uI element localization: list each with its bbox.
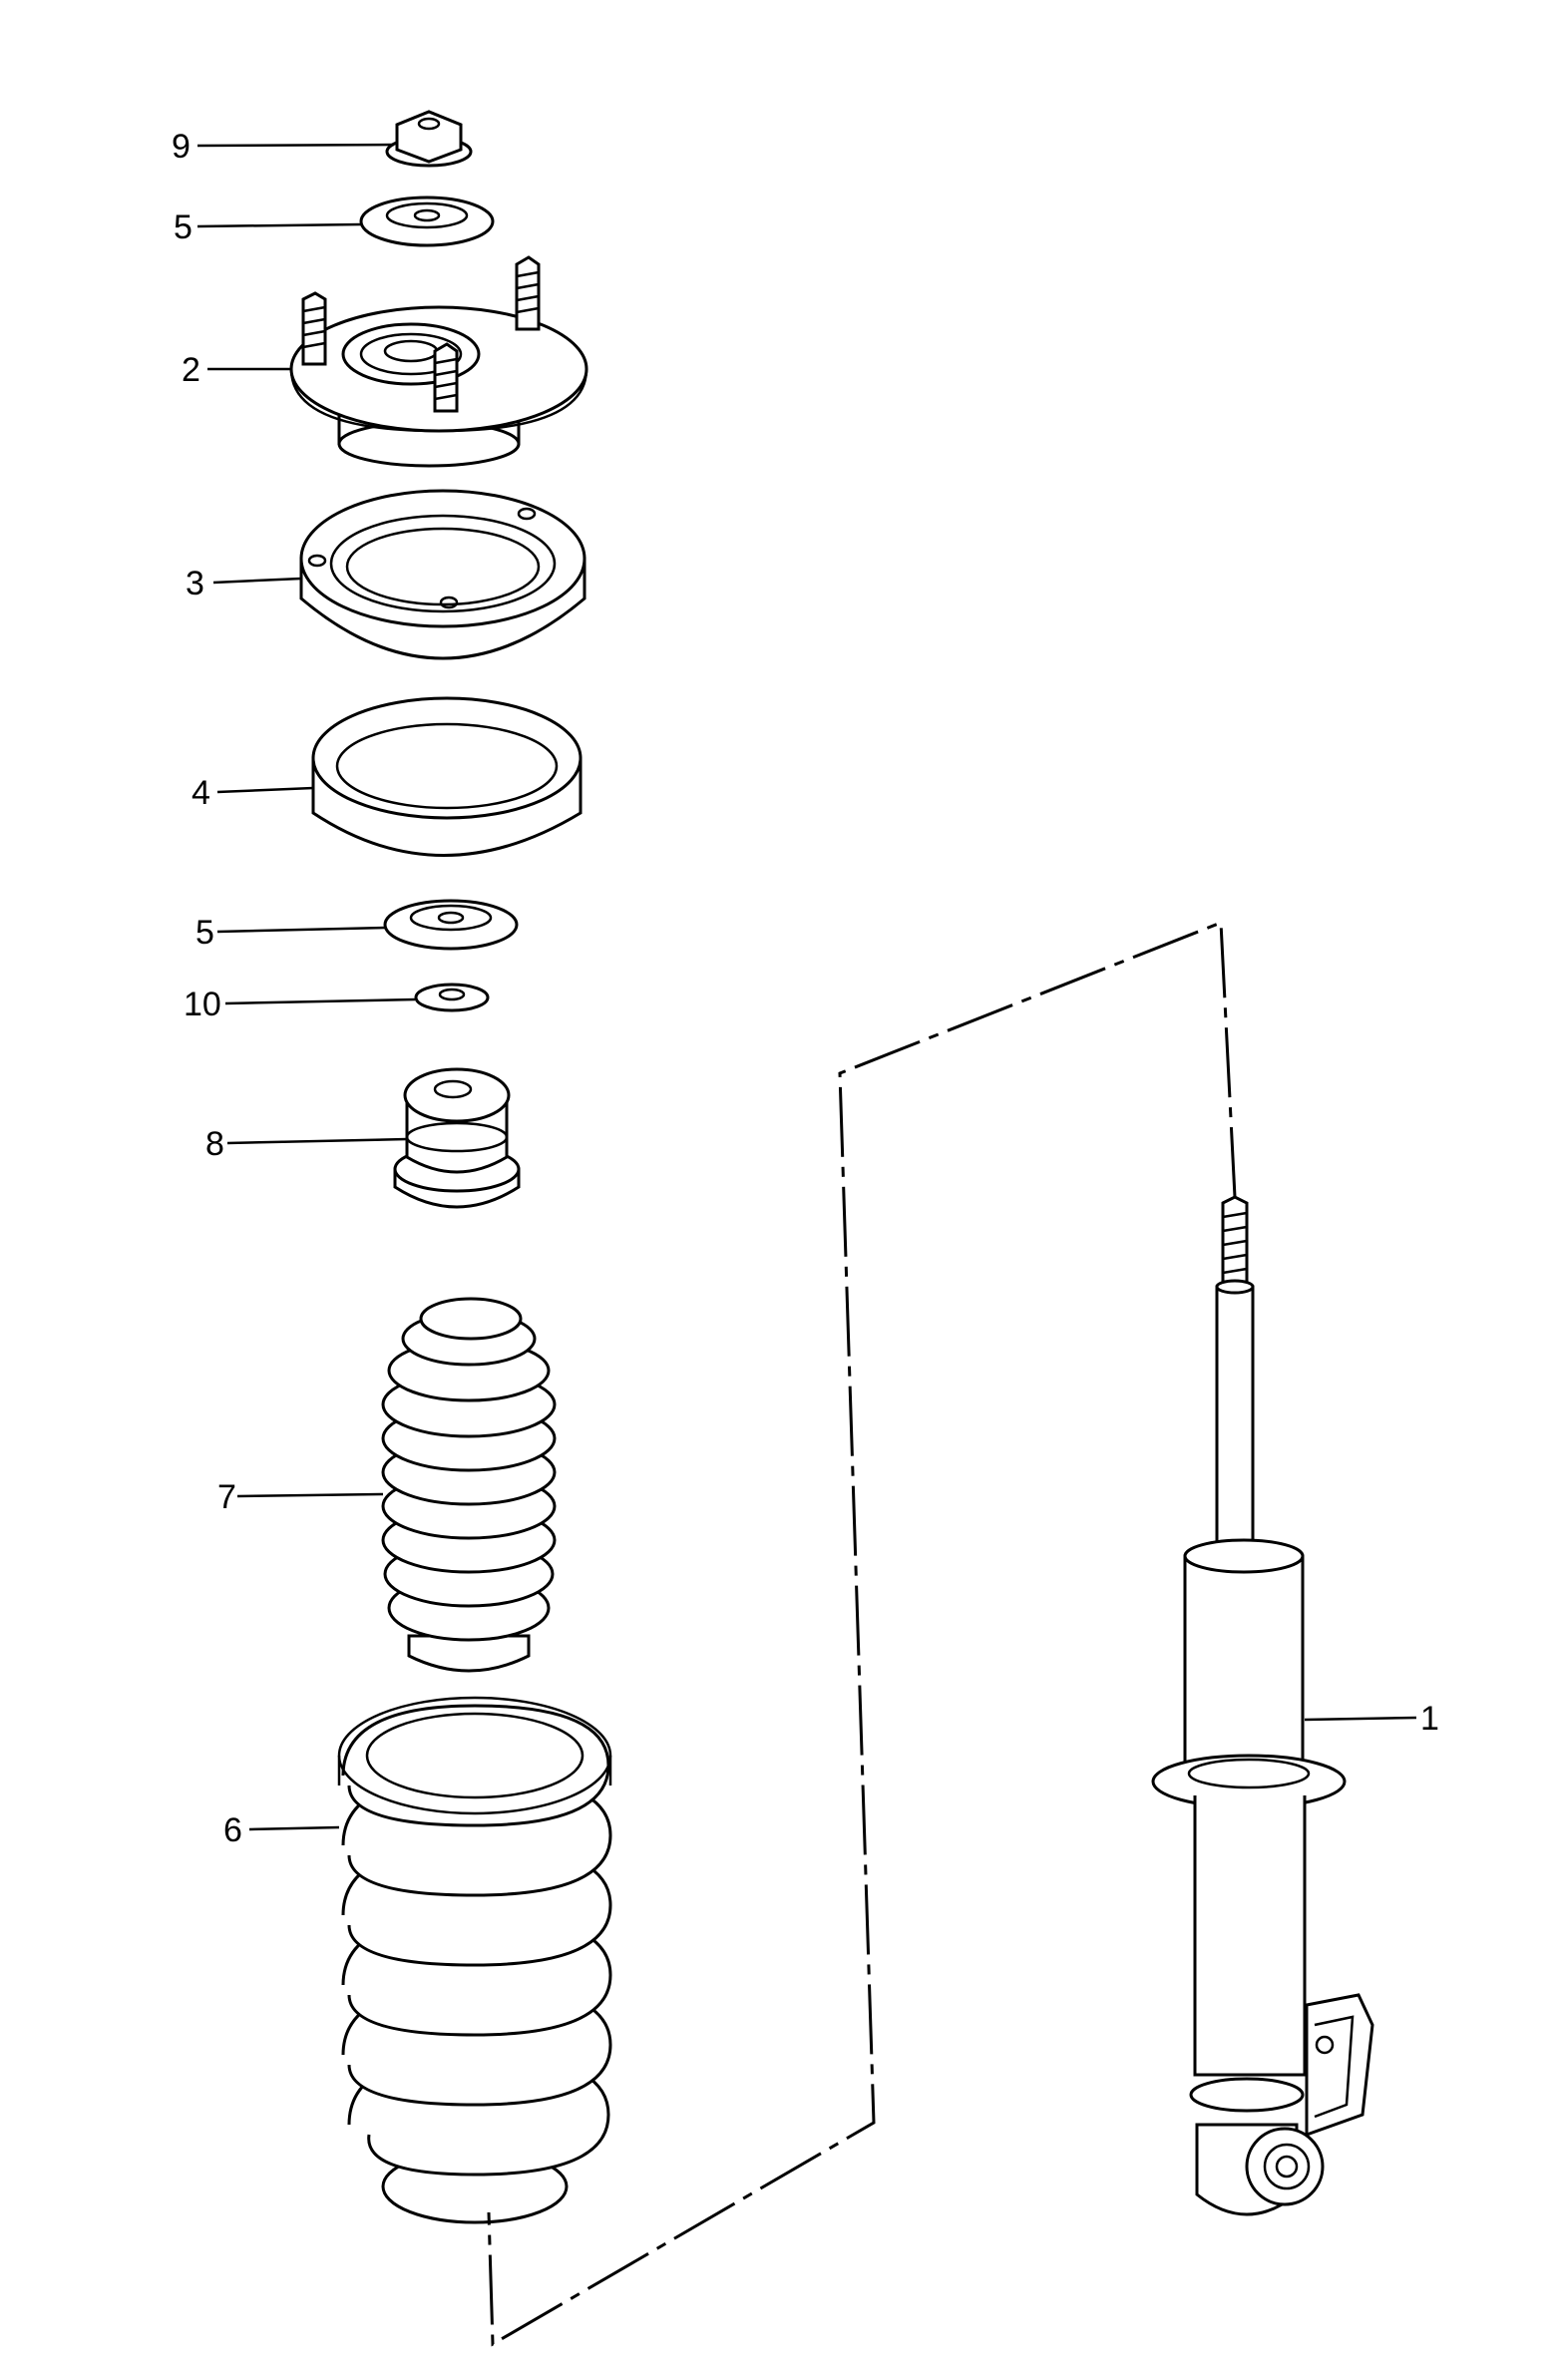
coil-spring-icon (337, 1696, 612, 2224)
small-washer-icon (414, 983, 490, 1012)
washer-icon-lower (383, 899, 519, 951)
callout-2: 2 (182, 351, 200, 389)
nut-icon (385, 110, 473, 168)
callout-3: 3 (186, 565, 204, 602)
washer-icon-upper (359, 196, 495, 247)
callout-9: 9 (172, 128, 191, 166)
callout-1: 1 (1420, 1700, 1439, 1738)
assembly-line (487, 920, 1237, 2347)
spacer-ring-icon (311, 696, 583, 857)
callout-5-lower: 5 (195, 914, 214, 952)
shock-absorber-icon (1151, 1195, 1374, 2216)
callout-7: 7 (217, 1478, 236, 1516)
callout-8: 8 (205, 1125, 224, 1163)
leader-lines (196, 143, 1417, 1831)
callout-4: 4 (192, 774, 210, 812)
callout-10: 10 (184, 986, 221, 1023)
dust-boot-icon (381, 1297, 557, 1673)
strut-mount-icon (289, 255, 588, 468)
callout-6: 6 (223, 1811, 242, 1849)
spring-seat-upper-icon (299, 489, 586, 660)
callout-5-upper: 5 (174, 208, 193, 246)
bump-stop-icon (393, 1067, 521, 1209)
